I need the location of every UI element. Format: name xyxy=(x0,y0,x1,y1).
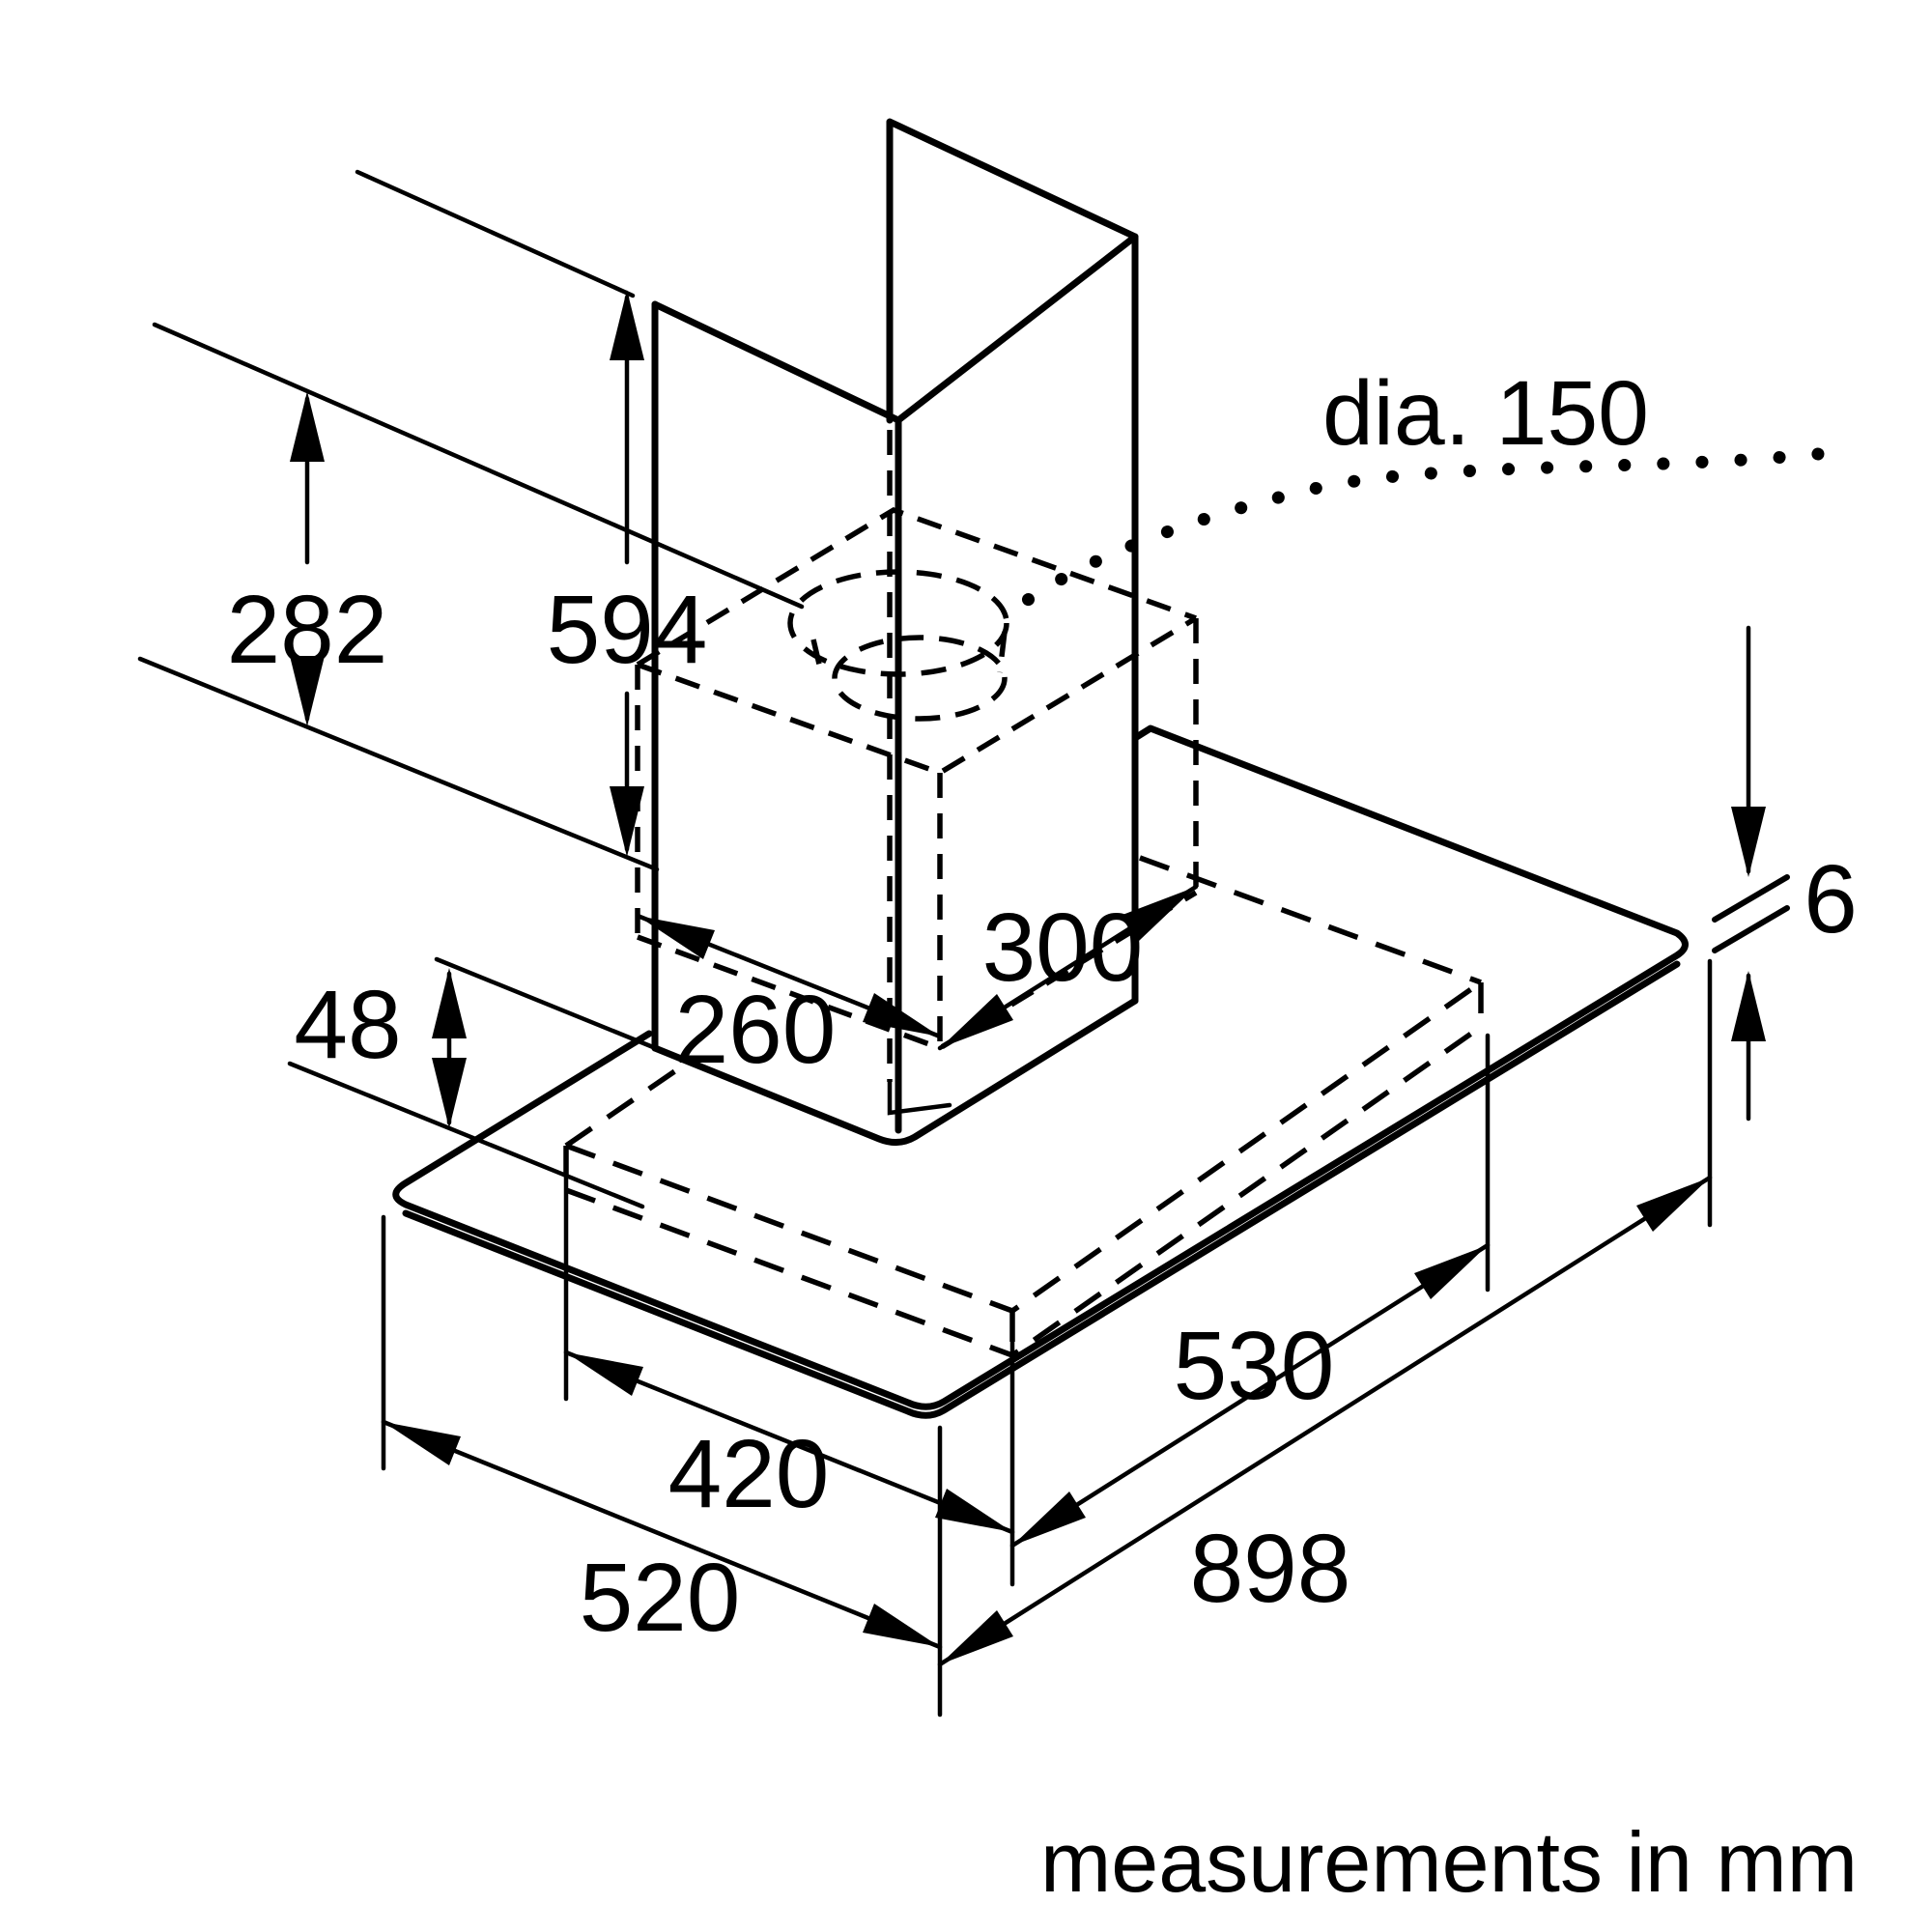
dim-520-label: 520 xyxy=(580,1544,741,1652)
arrowhead-up-icon xyxy=(290,391,325,462)
dimension-594: 594 xyxy=(547,290,708,857)
units-note: measurements in mm xyxy=(1040,1814,1858,1910)
dim-282-label: 282 xyxy=(227,576,388,684)
arrowhead-right-icon xyxy=(863,1604,940,1647)
arrowhead-right-icon xyxy=(1636,1178,1710,1232)
arrowhead-left-icon xyxy=(384,1422,461,1465)
dim-260-label: 260 xyxy=(675,976,837,1084)
arrowhead-left-icon xyxy=(940,1610,1013,1664)
ref-canopy-bottom-level xyxy=(287,1061,645,1209)
arrowhead-down-icon xyxy=(610,786,644,857)
wall-bracket-mark xyxy=(887,1079,952,1116)
dim-300-label: 300 xyxy=(982,894,1144,1002)
arrowhead-up-icon xyxy=(1731,971,1766,1041)
arrowhead-down-icon xyxy=(432,1058,467,1128)
dim-520-shaft xyxy=(381,1419,943,1650)
dimension-420: 420 xyxy=(563,1350,1015,1535)
leader-dotted-line xyxy=(1002,447,1825,621)
dim-594-label: 594 xyxy=(547,576,708,684)
ref-canopy-top-level xyxy=(434,956,656,1050)
arrowhead-left-icon xyxy=(940,994,1013,1048)
dimension-282: 282 xyxy=(227,391,388,726)
dim-898-label: 898 xyxy=(1190,1515,1351,1623)
dimension-530: 530 xyxy=(1009,1242,1491,1548)
duct-housing-top-rim xyxy=(636,506,1198,777)
ref-rim-extension xyxy=(355,169,636,298)
duct-collar-sides xyxy=(810,631,1008,673)
arrowhead-right-icon xyxy=(935,1489,1012,1532)
chimney-bottom-edges xyxy=(651,997,1139,1146)
glass-panel xyxy=(392,724,1689,1419)
arrowhead-left-icon xyxy=(638,916,715,959)
dim-530-label: 530 xyxy=(1174,1312,1335,1420)
dim-898-shaft xyxy=(937,1175,1713,1667)
dimension-898: 898 xyxy=(937,1175,1713,1667)
arrowhead-down-icon xyxy=(290,656,325,726)
dim-dia-150-label: dia. 150 xyxy=(1322,362,1649,465)
glass-thickness-edge xyxy=(402,960,1681,1419)
ref-collar-level xyxy=(152,322,805,610)
glass-edge-ticks xyxy=(1712,874,1790,953)
dimension-300: 300 xyxy=(937,884,1199,1051)
arrowhead-right-icon xyxy=(1414,1245,1488,1299)
chimney-rim xyxy=(651,118,1139,424)
dimension-520: 520 xyxy=(381,1419,943,1652)
dim-420-label: 420 xyxy=(668,1420,830,1528)
arrowhead-right-icon xyxy=(863,993,940,1037)
dim-48-label: 48 xyxy=(294,971,401,1079)
dim-6-label: 6 xyxy=(1804,845,1858,953)
dimension-48: 48 xyxy=(294,968,467,1128)
dim-420-shaft xyxy=(563,1350,1015,1535)
arrowhead-right-icon xyxy=(1122,887,1196,941)
dimension-260: 260 xyxy=(635,913,943,1084)
dimension-6: 6 xyxy=(1712,625,1858,1122)
arrowhead-left-icon xyxy=(566,1352,643,1396)
arrowhead-left-icon xyxy=(1012,1492,1086,1546)
glass-top-outline xyxy=(392,724,1689,1410)
dim-530-shaft xyxy=(1009,1242,1491,1548)
arrowhead-down-icon xyxy=(1731,807,1766,877)
ref-chimney-bottom-level xyxy=(137,656,660,872)
arrowhead-up-icon xyxy=(432,968,467,1038)
dimension-dia-150: dia. 150 xyxy=(1002,362,1825,621)
duct-collar-opening-ellipse xyxy=(832,635,1008,722)
arrowhead-up-icon xyxy=(610,290,644,360)
